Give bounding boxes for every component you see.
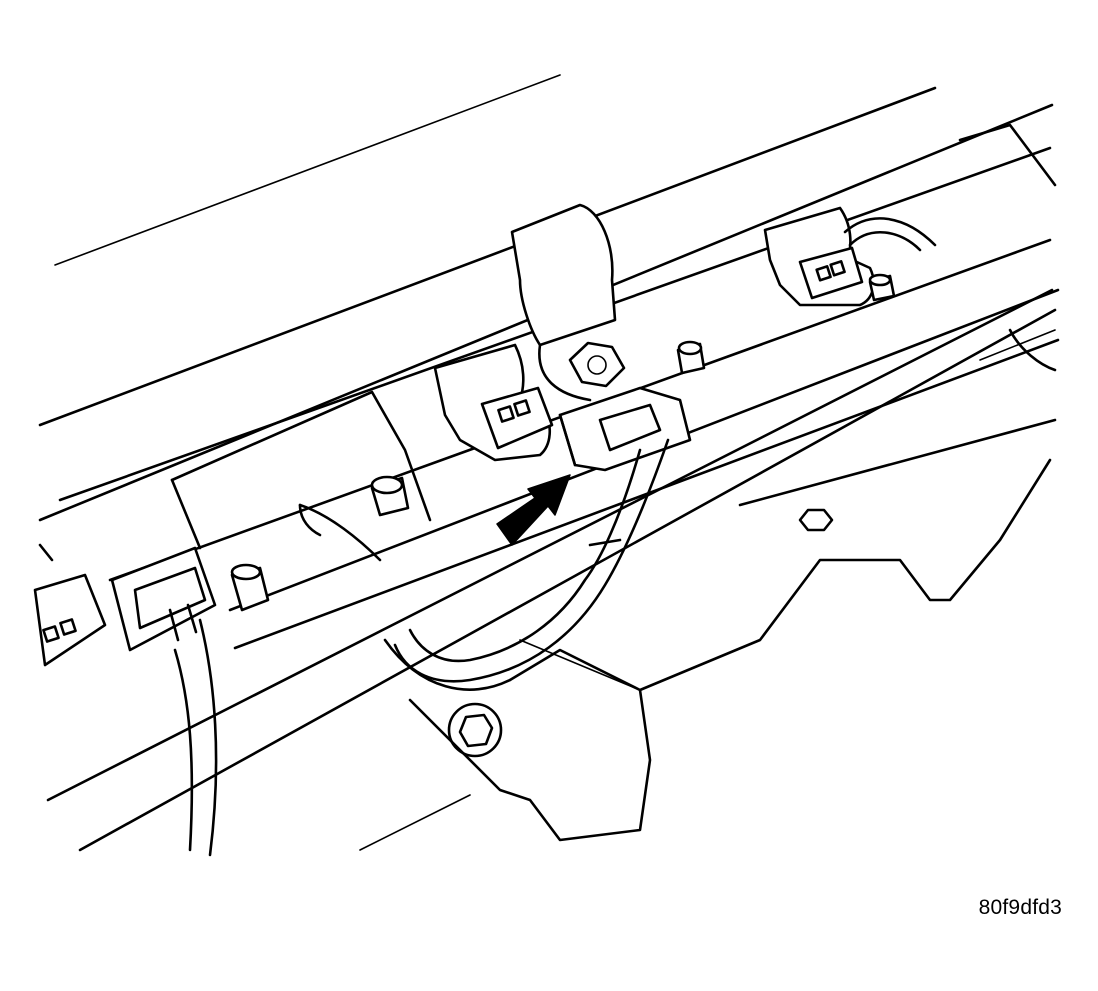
wiring-harness <box>173 438 670 857</box>
background-edge-line <box>54 74 561 266</box>
rail-mounting-bolt <box>568 341 626 388</box>
injector-electrical-connector <box>558 386 692 472</box>
figure-id-label: 80f9dfd3 <box>978 896 1062 919</box>
left-injector-connector <box>110 546 217 652</box>
manifold-hex-bolt <box>447 702 503 758</box>
connector-indicator-arrow <box>496 474 571 546</box>
sensor-cap-center <box>370 475 410 517</box>
right-hex-nut <box>798 508 834 532</box>
far-left-injector <box>33 543 107 667</box>
intake-manifold <box>38 86 1057 852</box>
fuel-rail <box>58 146 1060 650</box>
sensor-cap-right <box>868 273 896 302</box>
fuel-injector-right <box>763 206 937 307</box>
sensor-cap-mid <box>676 340 706 375</box>
fuel-injector-center <box>433 343 554 462</box>
sensor-cap-left <box>230 563 270 612</box>
